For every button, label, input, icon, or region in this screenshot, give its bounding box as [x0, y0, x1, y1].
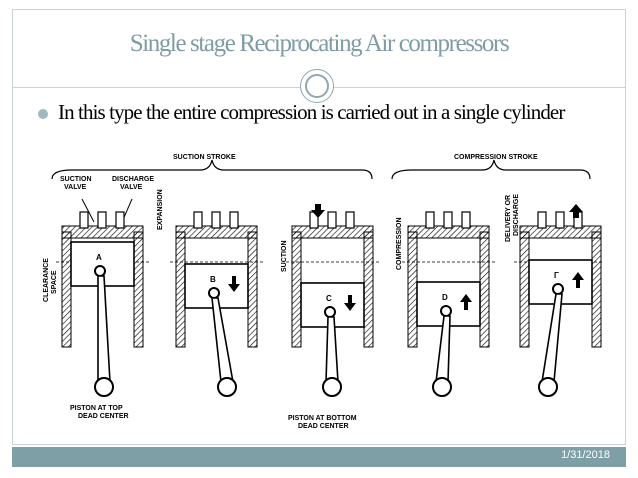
- stage-letter: D: [442, 293, 448, 302]
- cylinder-stage: C: [286, 211, 380, 397]
- cylinder-stage: B: [170, 211, 264, 397]
- footer-bar: 1/31/2018: [12, 447, 626, 467]
- stage-letter: A: [96, 253, 102, 262]
- slide-title: Single stage Reciprocating Air compresso…: [129, 30, 510, 57]
- delivery-flow-arrow-icon: [569, 204, 583, 218]
- delivery-label: DELIVERY ORDISCHARGE: [505, 194, 520, 242]
- expansion-label: EXPANSION: [157, 189, 164, 230]
- compression-label: COMPRESSION: [396, 217, 403, 270]
- suction-label: SUCTION: [281, 241, 288, 273]
- slide-frame: [12, 9, 626, 445]
- stage-letter: B: [210, 275, 216, 284]
- compressor-diagram-svg: SUCTION STROKE COMPRESSION STROKE SUCTIO…: [43, 154, 602, 430]
- stage-letter: C: [326, 294, 332, 303]
- slide-date: 1/31/2018: [561, 449, 610, 461]
- cylinder-stage: D: [402, 211, 496, 397]
- clearance-space-label: CLEARANCESPACE: [43, 258, 58, 302]
- arrow-up-icon: [460, 294, 472, 310]
- cylinder-stage: A: [56, 211, 150, 397]
- bullet-text: In this type the entire compression is c…: [58, 100, 565, 124]
- circle-ornament-icon: [300, 69, 334, 103]
- bullet-dot-icon: [38, 109, 48, 119]
- cylinder-stage: Γ: [514, 211, 602, 397]
- arrow-up-icon: [572, 272, 584, 288]
- suction-stroke-label: SUCTION STROKE: [173, 154, 236, 161]
- compression-stroke-label: COMPRESSION STROKE: [454, 154, 538, 161]
- arrow-down-icon: [228, 276, 240, 292]
- stage-letter: Γ: [554, 271, 559, 280]
- arrow-down-icon: [344, 295, 356, 311]
- compressor-diagram: SUCTION STROKE COMPRESSION STROKE SUCTIO…: [42, 152, 602, 431]
- suction-flow-arrow-icon: [311, 204, 325, 218]
